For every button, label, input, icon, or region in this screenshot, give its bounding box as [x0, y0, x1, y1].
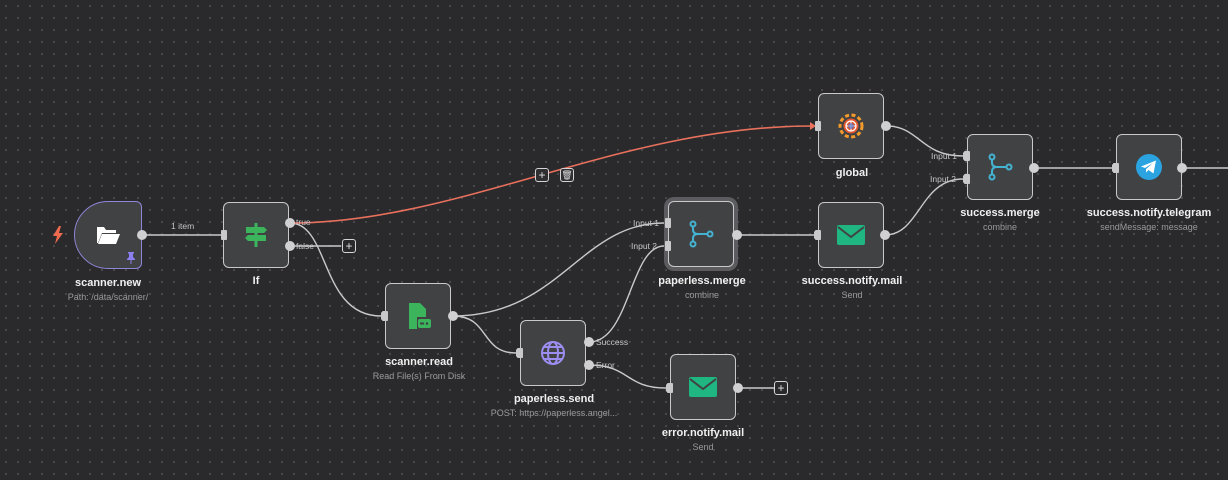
node-error-notify-mail[interactable] [670, 354, 736, 420]
node-subtitle: Send [692, 442, 714, 452]
output-handle[interactable] [1029, 163, 1039, 173]
trigger-bolt-icon [53, 226, 63, 244]
add-node-button[interactable]: + [342, 239, 356, 253]
output-label-true: true [296, 217, 311, 227]
input-handle[interactable] [815, 230, 821, 240]
edge-send-success-to-merge-input2[interactable] [588, 245, 665, 343]
node-success-notify-mail[interactable] [818, 202, 884, 268]
node-subtitle: combine [684, 290, 720, 300]
output-handle[interactable] [880, 230, 890, 240]
input-handle-1[interactable] [665, 218, 671, 228]
input-handle-2[interactable] [665, 241, 671, 251]
input-label-1: Input 1 [633, 218, 659, 228]
delete-edge-button[interactable]: 🗑 [560, 168, 574, 182]
file-read-icon [401, 299, 435, 333]
output-label-false: false [296, 241, 314, 251]
output-label-success: Success [596, 337, 629, 347]
input-label-2: Input 2 [631, 241, 657, 251]
input-handle-1[interactable] [964, 151, 970, 161]
output-label-error: Error [596, 360, 615, 370]
output-handle[interactable] [733, 383, 743, 393]
output-handle-true[interactable] [285, 218, 295, 228]
input-handle[interactable] [1113, 163, 1119, 173]
node-subtitle: Send [841, 290, 863, 300]
merge-icon [684, 217, 718, 251]
node-title: paperless.send [513, 393, 595, 405]
edge-scanner-read-to-paperless-send[interactable] [452, 315, 517, 354]
edge-label-item-count: 1 item [171, 221, 195, 231]
mail-icon [834, 218, 868, 252]
node-paperless-merge[interactable] [668, 201, 734, 267]
signpost-icon [239, 218, 273, 252]
node-title: paperless.merge [658, 275, 746, 287]
input-label-2: Input 2 [930, 174, 956, 184]
node-success-notify-telegram[interactable] [1116, 134, 1182, 200]
node-subtitle: combine [982, 222, 1018, 232]
add-node-button[interactable]: + [774, 381, 788, 395]
output-handle-error[interactable] [584, 360, 594, 370]
node-title: success.notify.mail [801, 275, 903, 287]
output-handle[interactable] [448, 311, 458, 321]
output-handle[interactable] [137, 230, 147, 240]
node-paperless-send[interactable] [520, 320, 586, 386]
node-title: success.merge [960, 207, 1040, 219]
edge-global-to-smerge-input1[interactable] [885, 125, 964, 157]
edge-success-mail-to-smerge-input2[interactable] [884, 178, 964, 236]
input-handle[interactable] [221, 230, 227, 240]
output-handle-false[interactable] [285, 241, 295, 251]
node-title: scanner.read [385, 356, 453, 368]
arrowhead-active [810, 122, 816, 130]
node-global[interactable] [818, 93, 884, 159]
node-if[interactable] [223, 202, 289, 268]
node-success-merge[interactable] [967, 134, 1033, 200]
output-handle[interactable] [732, 230, 742, 240]
gear-globe-icon [834, 109, 868, 143]
telegram-icon [1132, 150, 1166, 184]
input-handle[interactable] [517, 348, 523, 358]
node-subtitle: sendMessage: message [1100, 222, 1198, 232]
node-scanner-new[interactable] [74, 201, 142, 269]
merge-icon [983, 150, 1017, 184]
input-handle-2[interactable] [964, 174, 970, 184]
input-handle[interactable] [815, 121, 821, 131]
mail-icon [686, 370, 720, 404]
node-title: If [252, 275, 260, 287]
input-handle[interactable] [667, 383, 673, 393]
node-subtitle: Path: /data/scanner/ [67, 292, 149, 302]
input-label-1: Input 1 [931, 151, 957, 161]
input-handle[interactable] [382, 311, 388, 321]
folder-open-icon [91, 218, 125, 252]
node-title: success.notify.telegram [1086, 207, 1212, 219]
node-scanner-read[interactable] [385, 283, 451, 349]
node-title: global [835, 167, 869, 179]
node-title: scanner.new [74, 277, 142, 289]
output-handle[interactable] [1177, 163, 1187, 173]
edge-if-false-to-scanner-read[interactable] [289, 222, 382, 317]
output-handle[interactable] [881, 121, 891, 131]
edge-scanner-read-to-merge-input1[interactable] [452, 222, 665, 317]
edge-send-error-to-error-mail[interactable] [588, 364, 667, 389]
node-subtitle: Read File(s) From Disk [372, 371, 466, 381]
output-handle-success[interactable] [584, 337, 594, 347]
pin-icon[interactable] [126, 252, 136, 264]
add-on-edge-button[interactable]: + [535, 168, 549, 182]
node-title: error.notify.mail [661, 427, 745, 439]
node-subtitle: POST: https://paperless.angel... [490, 408, 618, 418]
globe-icon [536, 336, 570, 370]
